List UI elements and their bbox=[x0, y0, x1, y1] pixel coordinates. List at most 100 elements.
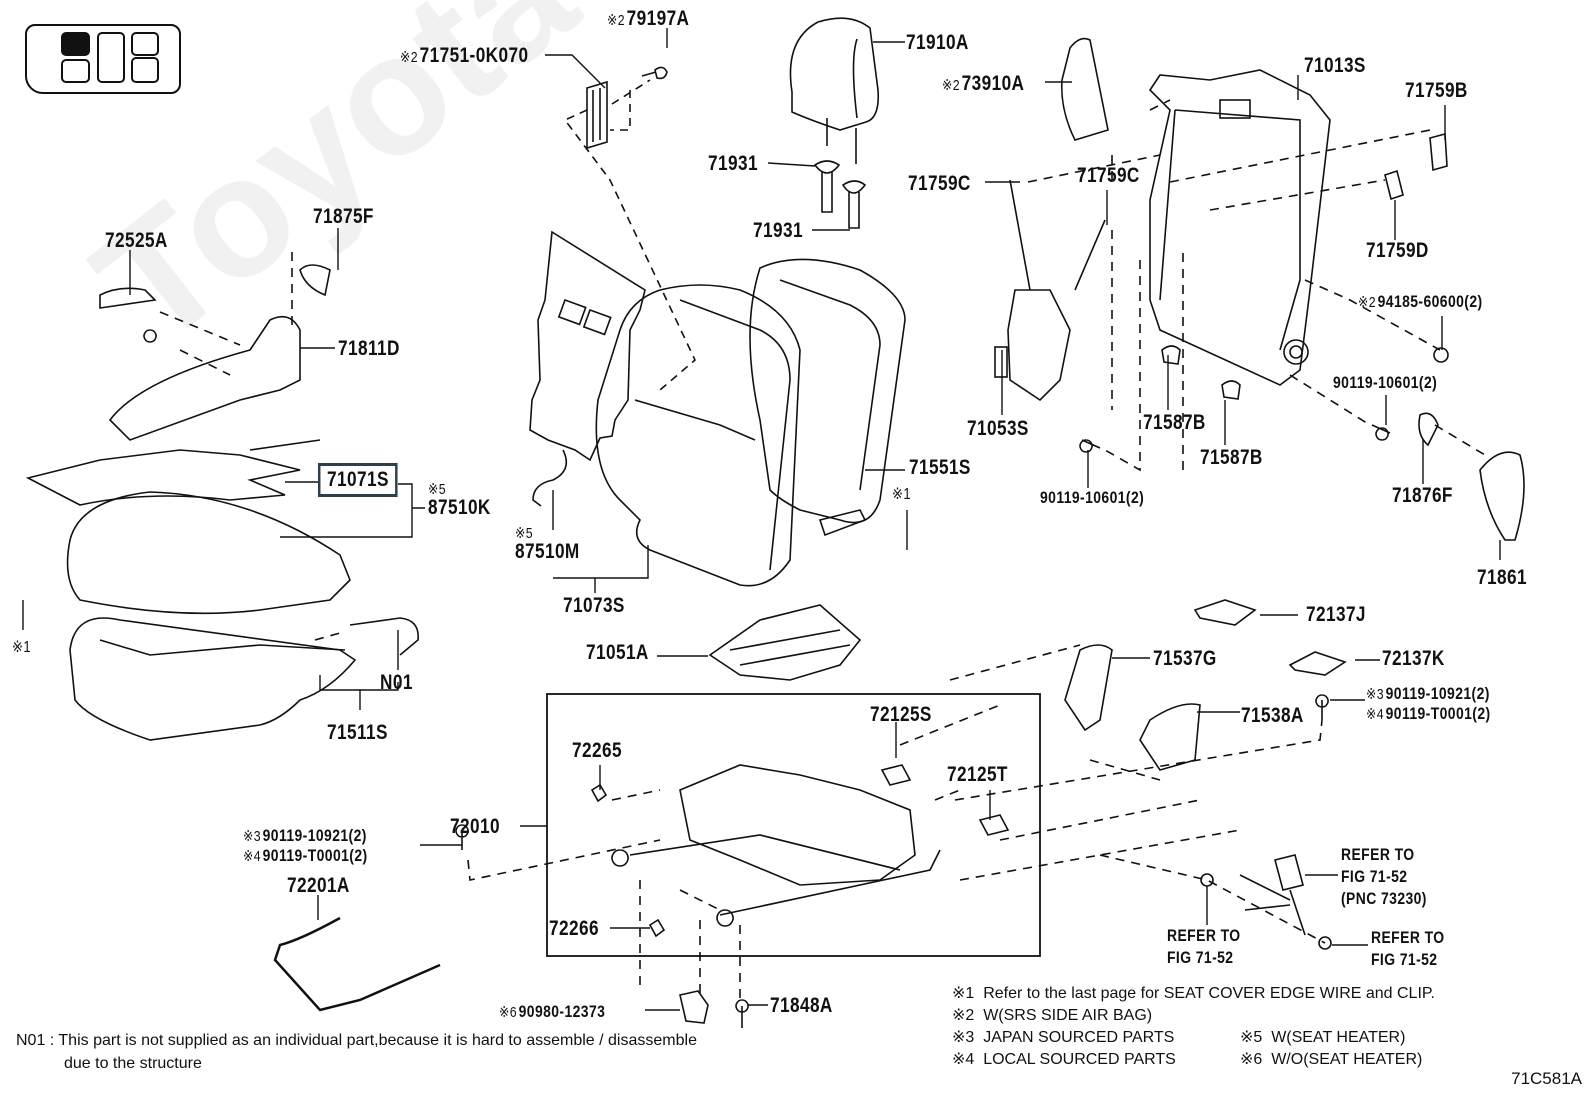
part-label-90119-10921[interactable]: ※390119-10921(2) bbox=[243, 826, 367, 845]
legend-item: ※4 LOCAL SOURCED PARTS bbox=[952, 1051, 1176, 1068]
part-label-71759C[interactable]: 71759C bbox=[908, 172, 971, 195]
legend-item: ※3 JAPAN SOURCED PARTS bbox=[952, 1029, 1175, 1046]
seat-track-part bbox=[679, 764, 916, 886]
part-label-90119-10601[interactable]: 90119-10601(2) bbox=[1333, 373, 1438, 392]
part-label-90119-10601[interactable]: 90119-10601(2) bbox=[1040, 488, 1145, 507]
part-label-90119-10921[interactable]: ※390119-10921(2) bbox=[1366, 684, 1490, 703]
part-label-71587B[interactable]: 71587B bbox=[1200, 446, 1263, 469]
cover-part bbox=[1288, 651, 1347, 676]
part-label-72137J[interactable]: 72137J bbox=[1306, 603, 1366, 626]
cover-part bbox=[1384, 169, 1404, 201]
cover-part bbox=[299, 264, 331, 297]
cover-part bbox=[1064, 644, 1113, 732]
part-label-71848A[interactable]: 71848A bbox=[770, 994, 833, 1017]
part-label-N01[interactable]: N01 bbox=[380, 671, 413, 694]
clip-part bbox=[590, 783, 666, 938]
part-label-72201A[interactable]: 72201A bbox=[287, 874, 350, 897]
part-label-71759D[interactable]: 71759D bbox=[1366, 239, 1429, 262]
seatback-frame-part bbox=[1148, 69, 1331, 386]
switch-part bbox=[880, 764, 1010, 836]
part-label-71013S[interactable]: 71013S bbox=[1304, 54, 1366, 77]
clip-part bbox=[1161, 345, 1181, 365]
part-label-94185-60600[interactable]: ※294185-60600(2) bbox=[1358, 292, 1483, 311]
headrest-guide-part bbox=[813, 160, 841, 213]
part-label-90119-T0001[interactable]: ※490119-T0001(2) bbox=[243, 846, 368, 865]
part-label-90119-T0001[interactable]: ※490119-T0001(2) bbox=[1366, 704, 1491, 723]
part-label-71587B[interactable]: 71587B bbox=[1143, 411, 1206, 434]
minimap-cell[interactable] bbox=[131, 32, 159, 56]
lumbar-support-part bbox=[1007, 289, 1071, 402]
part-label-71910A[interactable]: 71910A bbox=[906, 31, 969, 54]
seat-spring-part bbox=[708, 604, 862, 681]
part-label-71759C[interactable]: 71759C bbox=[1077, 164, 1140, 187]
seatback-pad-part bbox=[749, 258, 906, 524]
part-label-71053S[interactable]: 71053S bbox=[967, 417, 1029, 440]
legend-item: ※2 W(SRS SIDE AIR BAG) bbox=[952, 1007, 1153, 1024]
part-label-71861[interactable]: 71861 bbox=[1477, 566, 1527, 589]
headrest-guide-part bbox=[841, 180, 867, 229]
minimap-cell[interactable] bbox=[61, 59, 90, 83]
part-label-79197A[interactable]: ※279197A bbox=[607, 7, 690, 30]
part-label-71751-0K070[interactable]: ※271751-0K070 bbox=[400, 44, 529, 67]
cover-part bbox=[1193, 599, 1257, 626]
assembly-lines bbox=[1027, 99, 1486, 472]
refer-fig-71-52-belt[interactable]: REFER TO FIG 71-52 (PNC 73230) bbox=[1341, 845, 1427, 908]
part-label-71511S[interactable]: 71511S bbox=[327, 721, 388, 744]
part-label-73910A[interactable]: ※273910A bbox=[942, 72, 1025, 95]
seat-cushion-pad-part bbox=[69, 617, 357, 741]
part-label-71071S-highlighted[interactable]: 71071S bbox=[318, 463, 398, 497]
seatback-cover-part bbox=[595, 284, 801, 587]
part-label-72265[interactable]: 72265 bbox=[572, 739, 622, 762]
part-label-72125T[interactable]: 72125T bbox=[947, 763, 1008, 786]
minimap-cell[interactable] bbox=[97, 32, 125, 83]
part-label-71931[interactable]: 71931 bbox=[708, 152, 758, 175]
refer-fig-71-52-left[interactable]: REFER TO FIG 71-52 bbox=[1167, 926, 1241, 967]
cover-part bbox=[1429, 132, 1448, 172]
seat-heater-part bbox=[25, 449, 301, 506]
figure-id: 71C581A bbox=[1511, 1069, 1582, 1088]
part-label-72125S[interactable]: 72125S bbox=[870, 703, 932, 726]
leader-lines bbox=[22, 28, 1501, 1011]
part-label-71537G[interactable]: 71537G bbox=[1153, 647, 1217, 670]
footnote-n01-line1: N01 : This part is not supplied as an in… bbox=[16, 1032, 697, 1049]
part-label-72525A[interactable]: 72525A bbox=[105, 229, 168, 252]
part-label-71931[interactable]: 71931 bbox=[753, 219, 803, 242]
headrest-part bbox=[789, 17, 880, 131]
part-label-71051A[interactable]: 71051A bbox=[586, 641, 649, 664]
part-label-90980-12373[interactable]: ※690980-12373 bbox=[499, 1002, 606, 1021]
seat-belt-buckle-part bbox=[1274, 854, 1306, 936]
bracket-part bbox=[586, 80, 608, 150]
cover-part bbox=[1139, 703, 1201, 771]
seat-cushion-cover-part bbox=[66, 491, 351, 615]
recliner-cover-part bbox=[1479, 451, 1525, 541]
part-label-71875F[interactable]: 71875F bbox=[313, 205, 374, 228]
part-label-71811D[interactable]: 71811D bbox=[338, 337, 400, 360]
legend-item: ※5 W(SEAT HEATER) bbox=[1240, 1029, 1406, 1046]
part-label-71073S[interactable]: 71073S bbox=[563, 594, 625, 617]
refer-fig-71-52-right[interactable]: REFER TO FIG 71-52 bbox=[1371, 928, 1445, 969]
part-label-72137K[interactable]: 72137K bbox=[1382, 647, 1445, 670]
seatback-board-part bbox=[529, 230, 646, 462]
part-label-71876F[interactable]: 71876F bbox=[1392, 484, 1453, 507]
legend-item: ※6 W/O(SEAT HEATER) bbox=[1240, 1051, 1423, 1068]
legend-item: ※1 Refer to the last page for SEAT COVER… bbox=[952, 985, 1435, 1002]
side-airbag-part bbox=[1060, 37, 1109, 141]
cover-part bbox=[1418, 412, 1439, 447]
footnote-n01-line2: due to the structure bbox=[64, 1055, 202, 1072]
part-label-71538A[interactable]: 71538A bbox=[1241, 704, 1304, 727]
knob-part bbox=[99, 287, 157, 309]
edge-wire-part bbox=[273, 916, 441, 1012]
minimap-cell[interactable] bbox=[131, 57, 159, 83]
seat-position-minimap bbox=[25, 24, 181, 94]
part-label-72010[interactable]: 72010 bbox=[450, 815, 500, 838]
part-label-71759B[interactable]: 71759B bbox=[1405, 79, 1468, 102]
part-label-71551S[interactable]: 71551S bbox=[909, 456, 971, 479]
side-shield-part bbox=[108, 315, 301, 441]
part-label-72266[interactable]: 72266 bbox=[549, 917, 599, 940]
minimap-cell-selected[interactable] bbox=[61, 32, 90, 56]
clip-part bbox=[679, 990, 709, 1024]
